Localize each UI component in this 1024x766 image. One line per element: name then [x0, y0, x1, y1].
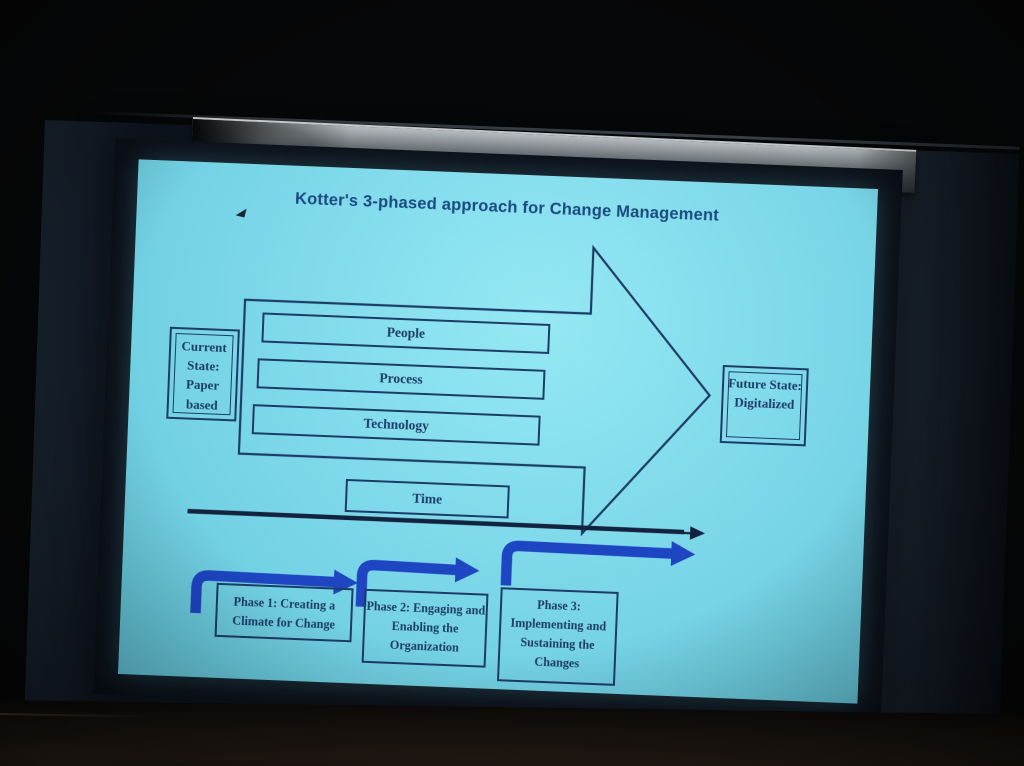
current-state-box: Current State: Paper based: [166, 326, 240, 422]
timeline-arrowhead-icon: [689, 526, 706, 540]
phase-2-box: Phase 2: Engaging and Enabling the Organ…: [361, 588, 489, 668]
future-state-box: Future State: Digitalized: [719, 364, 809, 447]
phase3-elbow-arrow: [500, 540, 673, 586]
phase2-arrowhead-icon: [454, 557, 480, 583]
phase-3-box: Phase 3: Implementing and Sustaining the…: [496, 587, 619, 686]
time-box: Time: [344, 478, 510, 519]
projected-slide: Kotter's 3-phased approach for Change Ma…: [117, 159, 879, 704]
phase-1-box: Phase 1: Creating a Climate for Change: [214, 582, 354, 643]
phase3-arrowhead-icon: [670, 541, 696, 567]
